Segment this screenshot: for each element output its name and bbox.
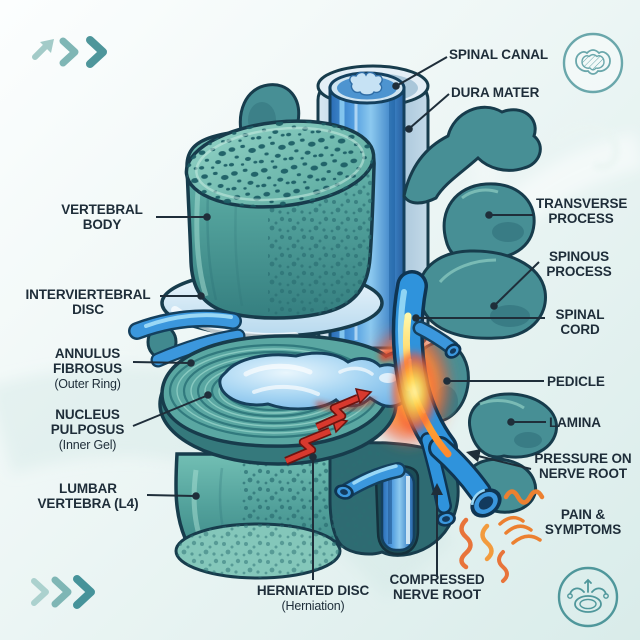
l4-vertebra-graphic xyxy=(174,452,352,580)
nerve-root-cut-end xyxy=(470,488,502,518)
label-lamina: LAMINA xyxy=(549,415,601,430)
vertebra-top-view-icon xyxy=(557,566,619,628)
pain-squiggles xyxy=(459,489,545,583)
label-transverse-process: TRANSVERSE PROCESS xyxy=(536,196,628,227)
label-intervertebral-disc: INTERVIERTEBRAL DISC xyxy=(25,287,151,318)
label-compressed-nerve-root: COMPRESSED NERVE ROOT xyxy=(389,572,485,603)
spinous-process-graphic xyxy=(417,249,547,340)
label-nucleus-pulposus: NUCLEUS PULPOSUS(Inner Gel) xyxy=(50,407,125,453)
transverse-process-graphic xyxy=(442,182,536,263)
gray-matter-butterfly xyxy=(349,71,383,96)
disc-cross-section-icon xyxy=(562,32,624,94)
upper-nerve-roots-graphic xyxy=(128,309,246,368)
label-herniated-disc: HERNIATED DISC(Herniation) xyxy=(256,583,370,614)
label-spinous-process: SPINOUS PROCESS xyxy=(546,249,612,280)
herniated-disc-graphic xyxy=(158,334,427,466)
leader-lines xyxy=(132,56,546,580)
l4-posterior-graphic xyxy=(328,441,460,557)
nerve-root-bundle-graphic xyxy=(334,270,502,527)
label-lumbar-vertebra: LUMBAR VERTEBRA (L4) xyxy=(37,481,139,512)
label-spinal-cord: SPINAL CORD xyxy=(555,307,605,338)
label-spinal-canal: SPINAL CANAL xyxy=(449,47,549,62)
top-left-arrows xyxy=(32,36,107,68)
label-annulus-fibrosus: ANNULUS FIBROSUS(Outer Ring) xyxy=(53,346,122,392)
label-pressure-on-nerve-root: PRESSURE ON NERVE ROOT xyxy=(534,451,632,482)
label-pedicle: PEDICLE xyxy=(547,374,605,389)
posterior-elements-graphic xyxy=(402,105,558,514)
pressure-arrows xyxy=(284,388,373,465)
upper-vertebra-graphic xyxy=(182,116,378,320)
label-vertebral-body: VERTEBRAL BODY xyxy=(61,202,143,233)
bottom-left-chevrons xyxy=(31,575,95,609)
label-dura-mater: DURA MATER xyxy=(451,85,540,100)
label-pain-symptoms: PAIN & SYMPTOMS xyxy=(544,507,622,538)
